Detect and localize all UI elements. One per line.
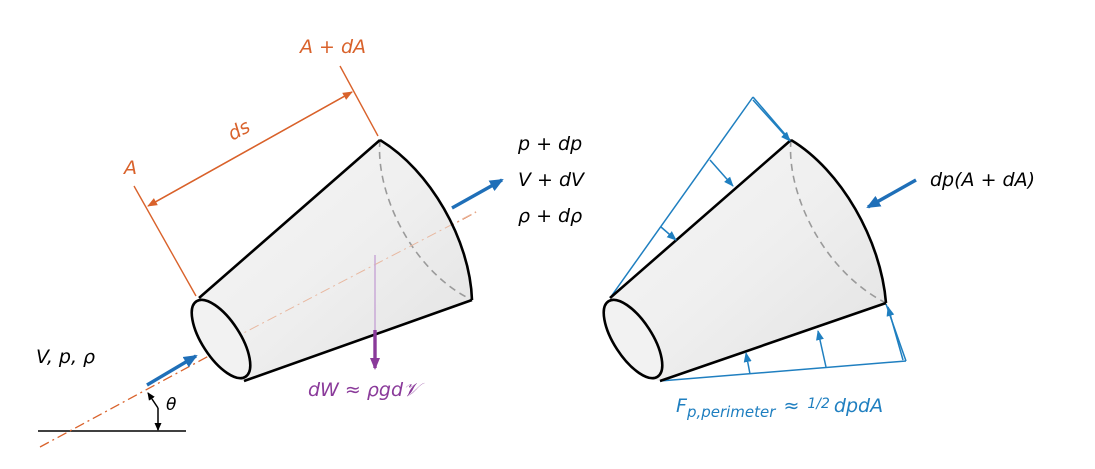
label-end-force: dp(A + dA) (930, 169, 1035, 191)
inlet-velocity-arrow (146, 354, 198, 387)
perimeter-force-half: 1/2 (807, 396, 830, 412)
dim-extension-inlet (133, 185, 197, 297)
label-outlet-v: V + dV (518, 169, 586, 191)
theta-arc-up (147, 392, 159, 409)
frustum-bottom-edge (243, 298, 473, 383)
outlet-hidden-edge-right (789, 139, 887, 304)
inlet-face-right (602, 298, 664, 380)
inlet-face (190, 298, 252, 380)
perimeter-force-subscript: p,perimeter (686, 403, 776, 421)
label-inlet-state: V, p, ρ (36, 346, 95, 368)
pressure-envelope-top (609, 96, 754, 299)
perimeter-force-approx: ≈ (783, 395, 799, 417)
pressure-envelope-top-cap (752, 96, 791, 141)
outlet-front-edge (379, 138, 474, 301)
label-outlet-p: p + dp (517, 133, 582, 155)
perimeter-force-symbol: F (676, 395, 688, 417)
perimeter-arrow-top-3 (752, 99, 791, 142)
dim-extension-outlet (339, 65, 379, 137)
frustum-top-edge-right (609, 139, 792, 299)
perimeter-arrow-top-2 (709, 159, 734, 187)
outlet-velocity-arrow (451, 178, 504, 210)
dim-ds-arrow-back (147, 91, 353, 207)
pressure-envelope-bottom (659, 360, 907, 382)
label-area-in: A (122, 157, 137, 179)
label-area-out: A + dA (298, 36, 366, 58)
end-pressure-arrow (866, 178, 917, 209)
perimeter-arrow-bottom-1 (743, 352, 752, 375)
frustum-top-edge (198, 139, 381, 299)
perimeter-force-rest: dpdA (834, 395, 883, 417)
outlet-front-edge-right (790, 138, 888, 304)
outlet-hidden-edge (378, 139, 473, 301)
label-outlet-rho: ρ + dρ (518, 205, 582, 227)
frustum-body (199, 140, 472, 381)
left-figure: A A + dA ds V, p, ρ θ dW ≈ ρgd𝒱 p + dp V… (36, 36, 586, 448)
frustum-body-right (610, 140, 886, 381)
label-length: ds (224, 116, 254, 146)
perimeter-arrow-bottom-2 (816, 330, 827, 368)
interior-axis (231, 211, 477, 340)
perimeter-arrow-bottom-3 (886, 306, 904, 361)
label-weight: dW ≈ ρgd𝒱 (308, 379, 425, 401)
frustum-bottom-edge-right (659, 301, 887, 383)
label-angle: θ (166, 395, 177, 415)
perimeter-arrow-top-1 (660, 226, 677, 241)
